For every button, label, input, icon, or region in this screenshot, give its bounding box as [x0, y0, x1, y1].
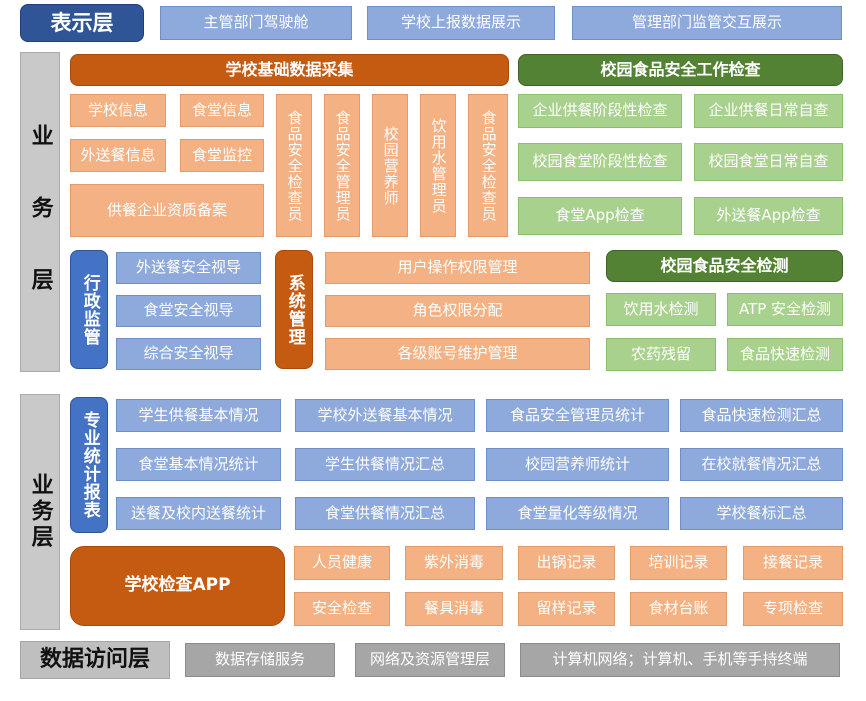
- detection-item-atp: ATP 安全检测: [727, 293, 843, 326]
- supervision-item-comprehensive: 综合安全视导: [116, 338, 261, 370]
- report-item-5: 食堂基本情况统计: [116, 448, 281, 481]
- data-item-delivery-info: 外送餐信息: [70, 139, 166, 172]
- data-collection-title: 学校基础数据采集: [70, 54, 509, 86]
- data-item-school-info: 学校信息: [70, 94, 166, 127]
- role-water-manager: 饮用水管理员: [420, 94, 456, 237]
- system-item-account-maintenance: 各级账号维护管理: [325, 338, 590, 370]
- presentation-item-cockpit: 主管部门驾驶舱: [160, 6, 352, 40]
- app-item-ingredient-ledger: 食材台账: [630, 592, 727, 626]
- inspection-item-canteen-app: 食堂App检查: [518, 197, 682, 235]
- data-access-terminals: 计算机网络；计算机、手机等手持终端: [520, 643, 840, 677]
- data-access-storage: 数据存储服务: [185, 643, 335, 677]
- school-inspection-app: 学校检查APP: [70, 546, 285, 626]
- role-nutritionist: 校园营养师: [372, 94, 408, 237]
- system-item-role-permission: 角色权限分配: [325, 295, 590, 327]
- inspection-item-canteen-daily: 校园食堂日常自查: [694, 143, 843, 181]
- reports-title: 专业统计报表: [70, 397, 108, 533]
- app-item-sample: 留样记录: [518, 592, 615, 626]
- detection-item-water: 饮用水检测: [606, 293, 716, 326]
- app-item-tableware: 餐具消毒: [405, 592, 503, 626]
- business-layer-label-2: 业务层: [20, 394, 60, 630]
- inspection-item-delivery-app: 外送餐App检查: [694, 197, 843, 235]
- app-item-safety-check: 安全检查: [294, 592, 390, 626]
- report-item-4: 食品快速检测汇总: [680, 399, 843, 432]
- presentation-item-school-report: 学校上报数据展示: [367, 6, 555, 40]
- report-item-10: 食堂供餐情况汇总: [295, 497, 475, 530]
- app-item-meal-receipt: 接餐记录: [743, 546, 843, 580]
- report-item-6: 学生供餐情况汇总: [295, 448, 475, 481]
- supervision-item-canteen: 食堂安全视导: [116, 295, 261, 327]
- data-item-supplier-qualification: 供餐企业资质备案: [70, 184, 264, 237]
- data-access-network: 网络及资源管理层: [355, 643, 505, 677]
- app-item-cooking-record: 出锅记录: [518, 546, 615, 580]
- system-management-title: 系统管理: [275, 250, 313, 369]
- report-item-12: 学校餐标汇总: [680, 497, 843, 530]
- report-item-7: 校园营养师统计: [486, 448, 669, 481]
- presentation-item-supervision: 管理部门监管交互展示: [572, 6, 842, 40]
- data-item-canteen-monitor: 食堂监控: [180, 139, 264, 172]
- inspection-item-supplier-periodic: 企业供餐阶段性检查: [518, 94, 682, 128]
- role-food-safety-inspector-1: 食品安全检查员: [276, 94, 312, 237]
- data-access-layer-label: 数据访问层: [20, 641, 170, 679]
- detection-title: 校园食品安全检测: [606, 250, 843, 282]
- app-item-special-check: 专项检查: [743, 592, 843, 626]
- detection-item-rapid-test: 食品快速检测: [727, 338, 843, 371]
- system-item-user-permission: 用户操作权限管理: [325, 252, 590, 284]
- report-item-11: 食堂量化等级情况: [486, 497, 669, 530]
- app-item-uv: 紫外消毒: [405, 546, 503, 580]
- inspection-item-canteen-periodic: 校园食堂阶段性检查: [518, 143, 682, 181]
- app-item-health: 人员健康: [294, 546, 390, 580]
- data-item-canteen-info: 食堂信息: [180, 94, 264, 127]
- report-item-9: 送餐及校内送餐统计: [116, 497, 281, 530]
- detection-item-pesticide: 农药残留: [606, 338, 716, 371]
- inspection-item-supplier-daily: 企业供餐日常自查: [694, 94, 843, 128]
- report-item-3: 食品安全管理员统计: [486, 399, 669, 432]
- report-item-2: 学校外送餐基本情况: [295, 399, 475, 432]
- report-item-8: 在校就餐情况汇总: [680, 448, 843, 481]
- role-food-safety-inspector-2: 食品安全检查员: [468, 94, 508, 237]
- app-item-training-record: 培训记录: [630, 546, 727, 580]
- admin-supervision-title: 行政监管: [70, 250, 108, 369]
- report-item-1: 学生供餐基本情况: [116, 399, 281, 432]
- supervision-item-delivery: 外送餐安全视导: [116, 252, 261, 284]
- inspection-title: 校园食品安全工作检查: [518, 54, 843, 86]
- business-layer-label-1: 业务层: [20, 52, 60, 372]
- role-food-safety-manager: 食品安全管理员: [324, 94, 360, 237]
- presentation-layer-label: 表示层: [20, 4, 144, 42]
